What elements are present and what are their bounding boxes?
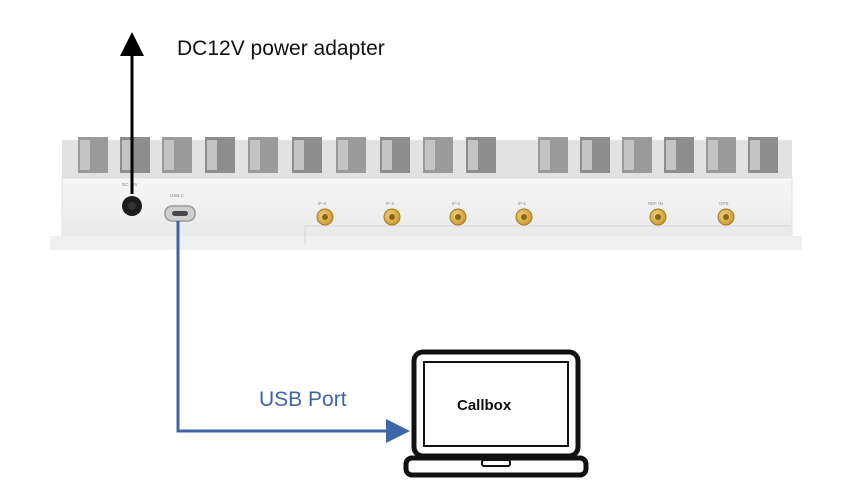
heatsink-fin-highlight [338, 140, 348, 170]
sma-connector-ref-in[interactable]: REF IN [648, 201, 667, 226]
if3-label: IF-3 [386, 201, 394, 206]
heatsink-fin-highlight [122, 140, 132, 170]
heatsink-fin-highlight [294, 140, 304, 170]
heatsink-fin-highlight [164, 140, 174, 170]
heatsink-fin-highlight [382, 140, 392, 170]
gps-label: GPS [719, 201, 729, 206]
heatsink-fin-highlight [666, 140, 676, 170]
heatsink-fins [78, 137, 778, 173]
if4-label: IF-4 [318, 201, 326, 206]
laptop-icon [403, 349, 589, 478]
usb-c-port[interactable]: USB-C [164, 193, 196, 222]
usb-connection-line [176, 221, 410, 443]
ref-in-label: REF IN [648, 201, 663, 206]
sma-connector-if1[interactable]: IF-1 [515, 201, 533, 226]
sma-connector-if2[interactable]: IF-2 [449, 201, 467, 226]
if2-label: IF-2 [452, 201, 460, 206]
heatsink-fin-highlight [624, 140, 634, 170]
laptop-label: Callbox [457, 397, 512, 414]
if1-label: IF-1 [518, 201, 526, 206]
power-adapter-label: DC12V power adapter [177, 37, 385, 60]
heatsink-fin-highlight [250, 140, 260, 170]
sma-connector-if3[interactable]: IF-3 [383, 201, 401, 226]
sma-connector-gps[interactable]: GPS [717, 201, 735, 226]
dc-power-jack[interactable]: DC 12V [122, 182, 142, 216]
heatsink-fin-highlight [582, 140, 592, 170]
heatsink-fin-highlight [540, 140, 550, 170]
device-rear-panel [50, 137, 802, 250]
heatsink-fin-highlight [207, 140, 217, 170]
heatsink-fin-highlight [80, 140, 90, 170]
heatsink-fin-highlight [750, 140, 760, 170]
heatsink-fin-highlight [468, 140, 478, 170]
heatsink-fin-highlight [708, 140, 718, 170]
dc-port-label: DC 12V [122, 182, 138, 187]
usb-port-label: USB Port [259, 388, 347, 411]
sma-connector-if4[interactable]: IF-4 [316, 201, 334, 226]
usb-c-port-label: USB-C [170, 193, 185, 198]
heatsink-fin-highlight [425, 140, 435, 170]
